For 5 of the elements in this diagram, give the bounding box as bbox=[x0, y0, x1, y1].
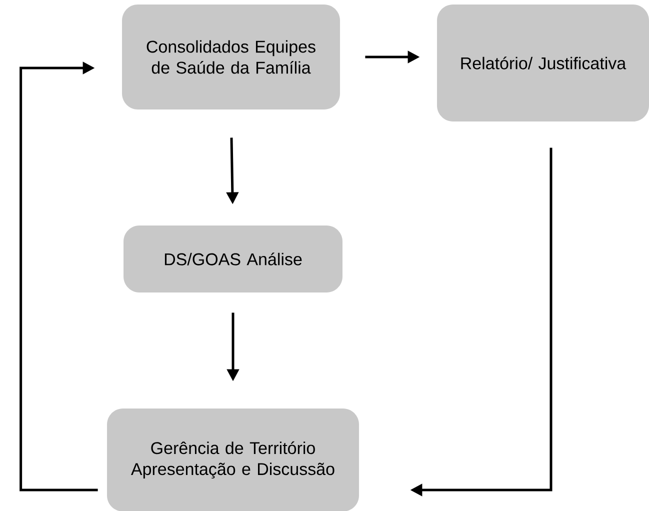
arrow bbox=[20, 62, 98, 492]
process-box: DS/GOAS Análise bbox=[124, 226, 342, 292]
process-box: Consolidados Equipes de Saúde da Família bbox=[122, 4, 340, 110]
process-box: Relatório/ Justificativa bbox=[437, 4, 649, 122]
process-box: Gerência de Território Apresentação e Discussão bbox=[107, 408, 359, 511]
